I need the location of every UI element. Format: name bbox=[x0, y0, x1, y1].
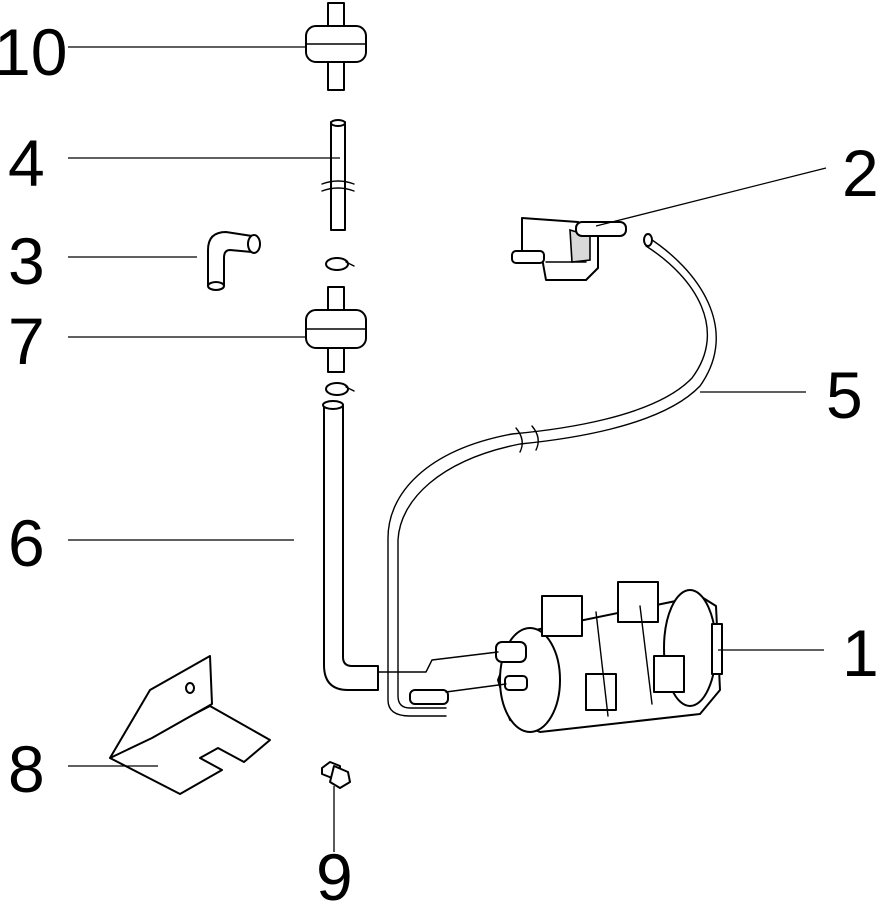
part-8-bracket bbox=[109, 655, 271, 795]
part-3-elbow bbox=[207, 231, 261, 291]
hose-clamp-lower bbox=[325, 382, 355, 396]
part-5-hose bbox=[387, 233, 717, 717]
hose-clamp-upper bbox=[325, 257, 355, 271]
part-7-inline-filter bbox=[305, 286, 367, 373]
callout-8: 8 bbox=[8, 732, 45, 806]
callout-5: 5 bbox=[826, 358, 863, 432]
callout-6: 6 bbox=[8, 506, 45, 580]
callout-7: 7 bbox=[8, 304, 45, 378]
callout-3: 3 bbox=[8, 224, 45, 298]
callout-10: 10 bbox=[0, 15, 67, 89]
callout-1: 1 bbox=[842, 616, 879, 690]
part-2-valve bbox=[511, 217, 627, 281]
leader-2 bbox=[595, 167, 827, 227]
part-6-bent-tube bbox=[322, 400, 379, 691]
callout-4: 4 bbox=[8, 126, 45, 200]
part-1-pump bbox=[377, 581, 723, 733]
callout-2: 2 bbox=[842, 136, 879, 210]
part-10-inline-filter bbox=[305, 2, 367, 91]
callout-9: 9 bbox=[316, 840, 353, 906]
part-9-screw bbox=[321, 761, 351, 789]
part-4-tube bbox=[321, 119, 355, 231]
